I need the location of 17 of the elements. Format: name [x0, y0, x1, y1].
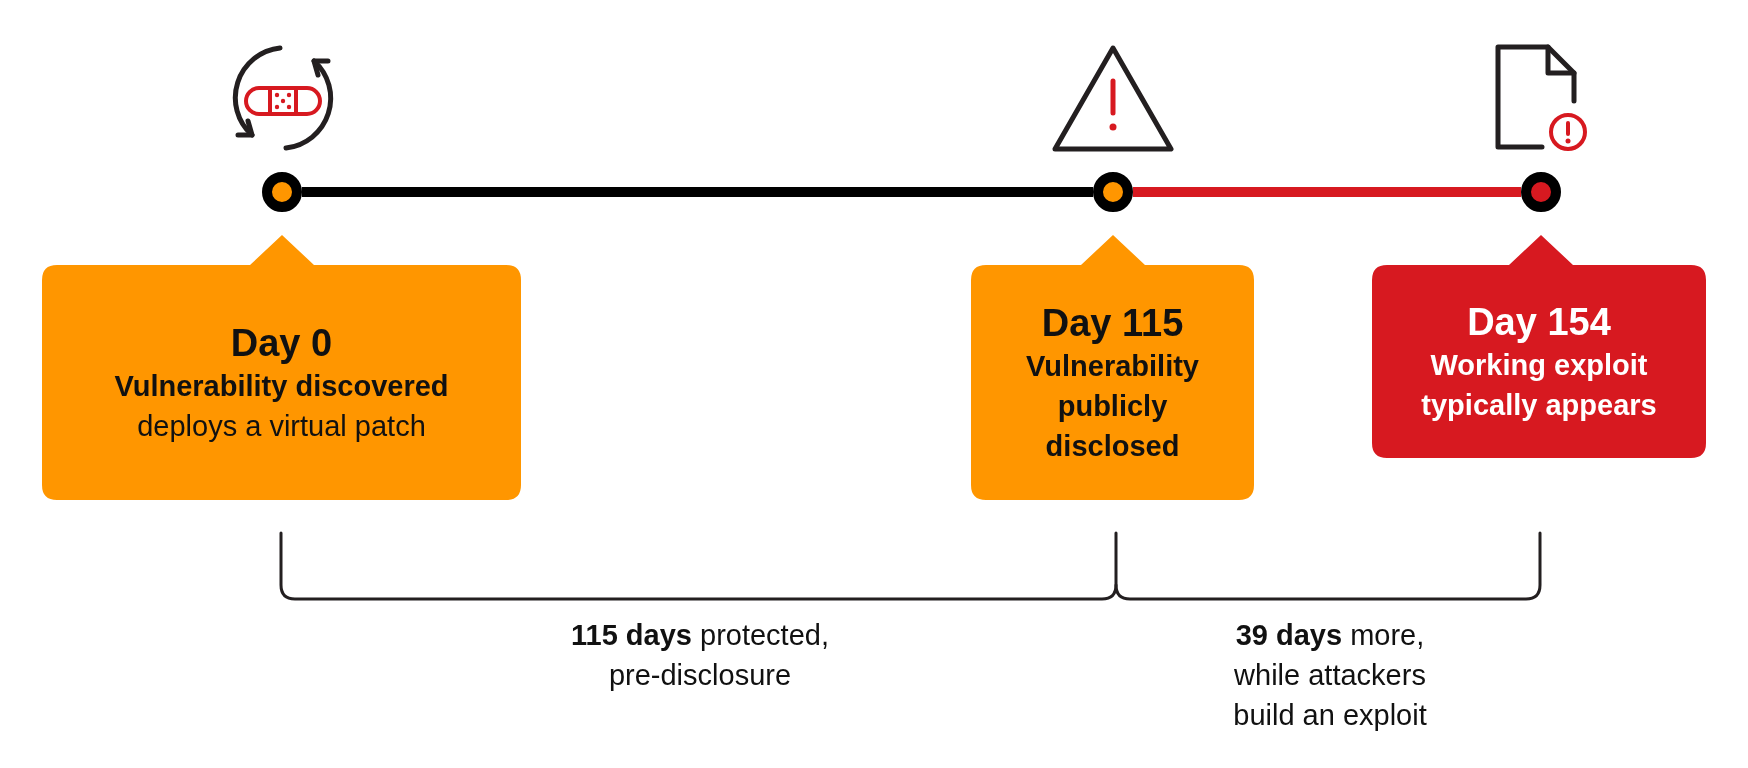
- callout-box: [42, 235, 521, 500]
- timeline-dot: [1093, 172, 1133, 212]
- timeline-dot: [1521, 172, 1561, 212]
- day-heading: Day 0: [230, 320, 333, 366]
- callout-box: [971, 235, 1254, 500]
- event-title: Vulnerability publicly disclosed: [1025, 348, 1200, 464]
- event-title: Working exploit typically appears: [1420, 347, 1658, 423]
- timeline-dot: [262, 172, 302, 212]
- event-title: Vulnerability discovered: [114, 368, 449, 404]
- duration-label: 39 days more, while attackers build an exploit: [1232, 618, 1428, 733]
- duration-label: 115 days protected, pre-disclosure: [570, 618, 830, 693]
- timeline-line: [302, 187, 1093, 197]
- callout-box: [1372, 235, 1706, 458]
- day-heading: Day 115: [1041, 300, 1184, 346]
- timeline-line: [1133, 187, 1521, 197]
- day-heading: Day 154: [1467, 299, 1611, 345]
- event-description: deploys a virtual patch: [137, 408, 426, 444]
